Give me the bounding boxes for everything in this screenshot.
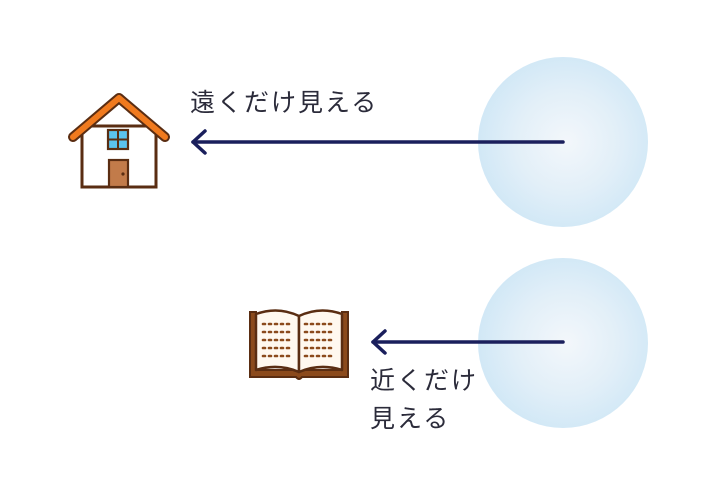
arrow-far [191, 129, 565, 155]
open-book-icon [249, 309, 349, 380]
near-sight-label-line1: 近くだけ [370, 366, 479, 395]
far-sight-label: 遠くだけ見える [190, 88, 379, 117]
house-icon [68, 93, 170, 189]
near-sight-label-line2: 見える [370, 404, 451, 433]
near-sight-label: 近くだけ 見える [370, 362, 478, 438]
arrow-near [371, 329, 565, 355]
